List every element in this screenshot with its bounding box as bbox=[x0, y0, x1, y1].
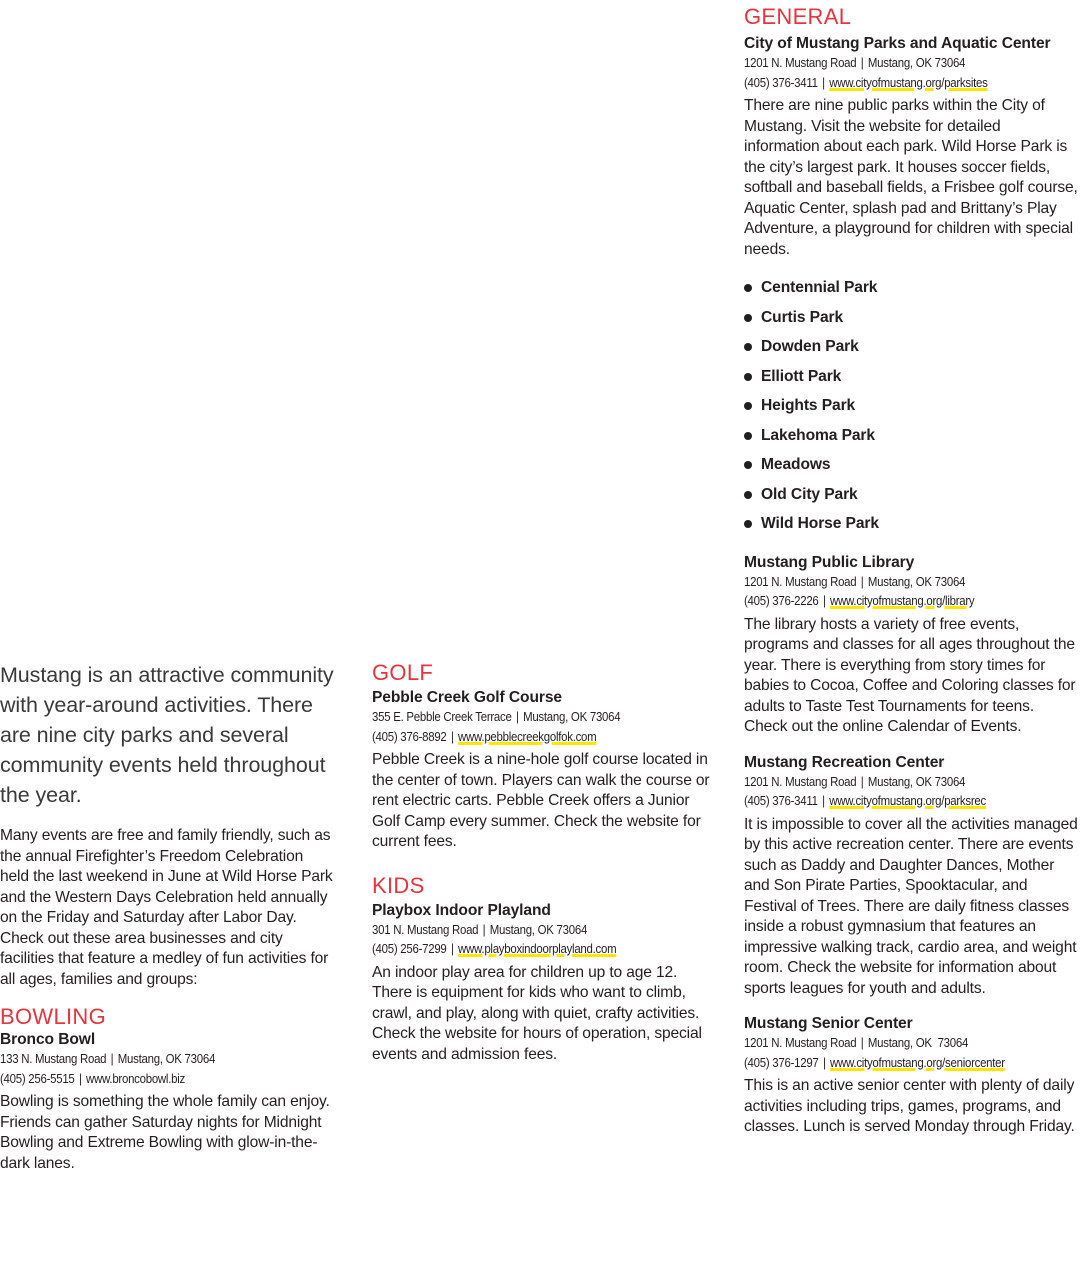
golf-phone: (405) 376-8892 bbox=[372, 728, 447, 744]
intro-text: Mustang is an attractive community with … bbox=[0, 663, 334, 807]
bowling-website-link[interactable]: www.broncobowl.biz bbox=[86, 1070, 185, 1086]
senior-website-link[interactable]: www.cityofmustang.org/seniorcenter bbox=[830, 1054, 1005, 1070]
list-item: Wild Horse Park bbox=[744, 509, 1078, 539]
park-name: Meadows bbox=[761, 456, 831, 473]
recreation-address-line: 1201 N. Mustang Road|Mustang, OK 73064 bbox=[744, 773, 966, 789]
list-item: Curtis Park bbox=[744, 303, 1078, 333]
golf-website-link[interactable]: www.pebblecreekgolfok.com bbox=[458, 728, 597, 744]
golf-contact-line: (405) 376-8892|www.pebblecreekgolfok.com bbox=[372, 728, 597, 744]
library-address: 1201 N. Mustang Road bbox=[744, 573, 857, 589]
parks-center-name: City of Mustang Parks and Aquatic Center bbox=[744, 35, 1051, 52]
parks-center-phone: (405) 376-3411 bbox=[744, 74, 818, 90]
kids-website-link[interactable]: www.playboxindoorplayland.com bbox=[458, 941, 617, 956]
bullet-icon bbox=[744, 313, 752, 322]
left-column: Mustang is an attractive community with … bbox=[0, 660, 335, 1174]
park-name: Centennial Park bbox=[761, 279, 878, 296]
golf-venue-name: Pebble Creek Golf Course bbox=[372, 689, 562, 706]
bullet-icon bbox=[744, 372, 752, 381]
bowling-address-line: 133 N. Mustang Road|Mustang, OK 73064 bbox=[0, 1051, 216, 1066]
library-website-link[interactable]: www.cityofmustang.org/library bbox=[830, 593, 975, 608]
library-address-line: 1201 N. Mustang Road|Mustang, OK 73064 bbox=[744, 573, 966, 589]
golf-address: 355 E. Pebble Creek Terrace bbox=[372, 709, 512, 724]
parks-center-description: There are nine public parks within the C… bbox=[744, 97, 1078, 258]
recreation-contact-line: (405) 376-3411|www.cityofmustang.org/par… bbox=[744, 793, 986, 808]
recreation-name: Mustang Recreation Center bbox=[744, 753, 945, 771]
park-name: Old City Park bbox=[761, 485, 858, 503]
parks-center-contact-line: (405) 376-3411|www.cityofmustang.org/par… bbox=[744, 74, 988, 90]
senior-name: Mustang Senior Center bbox=[744, 1015, 913, 1032]
list-item: Centennial Park bbox=[744, 273, 1078, 303]
golf-description: Pebble Creek is a nine-hole golf course … bbox=[372, 751, 710, 850]
library-city: Mustang, OK 73064 bbox=[867, 573, 966, 589]
golf-address-line: 355 E. Pebble Creek Terrace|Mustang, OK … bbox=[372, 709, 621, 724]
kids-phone: (405) 256-7299 bbox=[372, 941, 447, 956]
park-name: Dowden Park bbox=[761, 338, 859, 355]
kids-address-line: 301 N. Mustang Road|Mustang, OK 73064 bbox=[372, 921, 588, 937]
right-column: GENERAL City of Mustang Parks and Aquati… bbox=[744, 4, 1078, 1138]
bowling-phone: (405) 256-5515 bbox=[0, 1070, 75, 1086]
list-item: Old City Park bbox=[744, 480, 1078, 510]
senior-city: Mustang, OK 73064 bbox=[867, 1035, 969, 1050]
bullet-icon bbox=[744, 490, 752, 499]
kids-venue-name: Playbox Indoor Playland bbox=[372, 901, 551, 919]
list-item: Heights Park bbox=[744, 391, 1078, 421]
park-name: Heights Park bbox=[761, 397, 856, 414]
senior-description: This is an active senior center with ple… bbox=[744, 1077, 1075, 1135]
list-item: Meadows bbox=[744, 450, 1078, 480]
senior-address: 1201 N. Mustang Road bbox=[744, 1035, 857, 1050]
bullet-icon bbox=[744, 402, 752, 410]
parks-center-address: 1201 N. Mustang Road bbox=[744, 55, 857, 70]
park-name: Lakehoma Park bbox=[761, 426, 875, 444]
recreation-description: It is impossible to cover all the activi… bbox=[744, 815, 1078, 997]
bullet-icon bbox=[744, 343, 752, 351]
library-name: Mustang Public Library bbox=[744, 553, 915, 571]
middle-column: GOLF Pebble Creek Golf Course 355 E. Peb… bbox=[372, 660, 712, 1065]
recreation-city: Mustang, OK 73064 bbox=[867, 773, 966, 789]
list-item: Dowden Park bbox=[744, 332, 1078, 362]
bullet-icon bbox=[744, 461, 752, 469]
bullet-icon bbox=[744, 520, 752, 528]
senior-phone: (405) 376-1297 bbox=[744, 1054, 819, 1070]
golf-heading: GOLF bbox=[372, 660, 434, 685]
parks-center-city: Mustang, OK 73064 bbox=[867, 55, 966, 70]
parks-list: Centennial Park Curtis Park Dowden Park … bbox=[744, 273, 1078, 539]
bowling-address: 133 N. Mustang Road bbox=[0, 1051, 107, 1066]
list-item: Lakehoma Park bbox=[744, 421, 1078, 451]
parks-center-address-line: 1201 N. Mustang Road|Mustang, OK 73064 bbox=[744, 55, 966, 70]
senior-address-line: 1201 N. Mustang Road|Mustang, OK 73064 bbox=[744, 1035, 969, 1050]
golf-city: Mustang, OK 73064 bbox=[523, 709, 621, 724]
recreation-address: 1201 N. Mustang Road bbox=[744, 773, 857, 789]
bowling-venue-name: Bronco Bowl bbox=[0, 1031, 96, 1048]
bowling-contact-line: (405) 256-5515|www.broncobowl.biz bbox=[0, 1070, 185, 1086]
bullet-icon bbox=[744, 431, 752, 440]
park-name: Curtis Park bbox=[761, 308, 844, 326]
events-text: Many events are free and family friendly… bbox=[0, 827, 333, 988]
bowling-city: Mustang, OK 73064 bbox=[117, 1051, 216, 1066]
kids-heading: KIDS bbox=[372, 872, 425, 898]
recreation-website-link[interactable]: www.cityofmustang.org/parksrec bbox=[829, 793, 986, 808]
bullet-icon bbox=[744, 284, 752, 292]
kids-city: Mustang, OK 73064 bbox=[489, 921, 588, 937]
kids-description: An indoor play area for children up to a… bbox=[372, 963, 702, 1063]
list-item: Elliott Park bbox=[744, 362, 1078, 392]
kids-address: 301 N. Mustang Road bbox=[372, 921, 479, 937]
recreation-phone: (405) 376-3411 bbox=[744, 793, 818, 808]
library-phone: (405) 376-2226 bbox=[744, 593, 819, 608]
library-description: The library hosts a variety of free even… bbox=[744, 615, 1076, 736]
park-name: Wild Horse Park bbox=[761, 515, 879, 532]
library-contact-line: (405) 376-2226|www.cityofmustang.org/lib… bbox=[744, 593, 975, 608]
parks-center-website-link[interactable]: www.cityofmustang.org/parksites bbox=[829, 74, 988, 90]
bowling-heading: BOWLING bbox=[0, 1004, 106, 1029]
general-heading: GENERAL bbox=[744, 4, 852, 29]
kids-contact-line: (405) 256-7299|www.playboxindoorplayland… bbox=[372, 941, 617, 956]
park-name: Elliott Park bbox=[761, 367, 842, 385]
bowling-description: Bowling is something the whole family ca… bbox=[0, 1093, 330, 1172]
senior-contact-line: (405) 376-1297|www.cityofmustang.org/sen… bbox=[744, 1054, 1005, 1070]
